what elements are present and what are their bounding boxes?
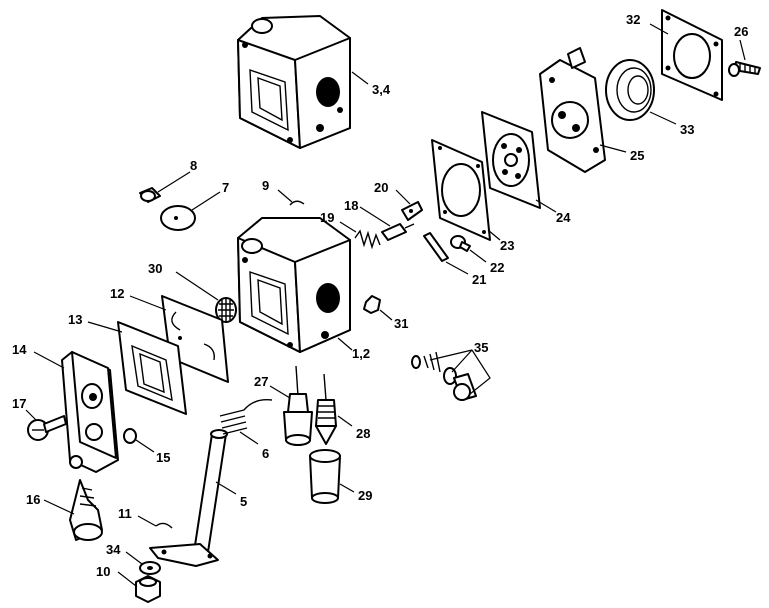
callout-12: 12 <box>110 286 124 301</box>
leader-8 <box>157 171 191 193</box>
leader-5 <box>215 481 237 495</box>
leader-31 <box>379 309 393 321</box>
part-34-washer <box>139 561 161 575</box>
callout-5: 5 <box>240 494 247 509</box>
part-22-screw <box>450 235 471 252</box>
leader-17 <box>25 409 37 421</box>
part-15-plug <box>123 428 137 444</box>
part-26-bolt <box>728 61 761 77</box>
part-7-disc <box>160 205 196 231</box>
callout-35: 35 <box>474 340 488 355</box>
part-18-needle <box>381 223 415 241</box>
callout-30: 30 <box>148 261 162 276</box>
part-27-adjusting-screw <box>283 365 313 446</box>
callout-33: 33 <box>680 122 694 137</box>
callout-34: 34 <box>106 542 121 557</box>
leader-30 <box>175 271 219 301</box>
part-17-screw <box>27 415 67 441</box>
leader-10 <box>117 571 137 587</box>
callout-1-2: 1,2 <box>352 346 370 361</box>
callout-9: 9 <box>262 178 269 193</box>
leader-3-4 <box>351 71 369 85</box>
part-28-jet <box>315 373 337 445</box>
leader-29 <box>339 483 355 493</box>
leader-32 <box>649 23 669 35</box>
callout-31: 31 <box>394 316 408 331</box>
part-29-sleeve <box>309 449 341 504</box>
callout-13: 13 <box>68 312 82 327</box>
leader-9 <box>277 189 293 203</box>
leader-23 <box>487 229 501 241</box>
leader-7 <box>191 191 221 211</box>
callout-17: 17 <box>12 396 26 411</box>
leader-34 <box>125 551 143 565</box>
callout-24: 24 <box>556 210 571 225</box>
part-1-2-carburetor-body-lower <box>237 217 351 353</box>
callout-7: 7 <box>222 180 229 195</box>
leader-25 <box>599 144 627 153</box>
part-32-cover-plate <box>661 9 723 101</box>
leader-20 <box>395 189 411 205</box>
leader-6 <box>239 431 259 445</box>
callout-6: 6 <box>262 446 269 461</box>
part-11-clip <box>155 522 173 529</box>
callout-27: 27 <box>254 374 268 389</box>
part-8-screw <box>139 187 161 203</box>
part-13-gasket <box>117 321 187 415</box>
callout-16: 16 <box>26 492 40 507</box>
callout-22: 22 <box>490 260 504 275</box>
callout-20: 20 <box>374 180 388 195</box>
leader-18 <box>359 206 391 227</box>
leader-16 <box>43 499 75 515</box>
part-24-diaphragm <box>481 111 541 209</box>
part-33-bellows <box>605 59 655 121</box>
callout-3-4: 3,4 <box>372 82 391 97</box>
part-21-pin <box>423 232 449 262</box>
leader-12 <box>129 295 167 311</box>
part-31-nut <box>363 295 381 314</box>
callout-18: 18 <box>344 198 358 213</box>
callout-29: 29 <box>358 488 372 503</box>
part-30-filter-screen <box>215 297 237 323</box>
leader-26 <box>739 39 746 61</box>
part-9-clip <box>289 200 305 206</box>
part-20-lever <box>401 201 423 221</box>
leader-27 <box>269 385 291 399</box>
part-19-spring <box>354 229 381 250</box>
callout-26: 26 <box>734 24 748 39</box>
callout-11: 11 <box>118 506 132 521</box>
part-3-4-carburetor-body-upper <box>237 15 351 149</box>
leader-28 <box>337 415 353 427</box>
callout-32: 32 <box>626 12 640 27</box>
callout-14: 14 <box>12 342 27 357</box>
part-6-spring <box>219 399 273 435</box>
leader-22 <box>469 249 487 263</box>
part-10-nut <box>135 575 161 603</box>
part-35-valve-kit <box>411 351 477 401</box>
leader-13 <box>87 321 123 333</box>
part-23-gasket <box>431 139 491 241</box>
callout-21: 21 <box>472 272 486 287</box>
leader-15 <box>135 439 155 453</box>
callout-10: 10 <box>96 564 110 579</box>
part-5-throttle-shaft <box>149 429 228 567</box>
leader-24 <box>535 199 557 213</box>
callout-15: 15 <box>156 450 170 465</box>
part-14-cover <box>61 351 119 473</box>
part-16-knob <box>69 479 103 541</box>
leader-33 <box>649 111 677 125</box>
callout-19: 19 <box>320 210 334 225</box>
leader-1-2 <box>337 337 353 351</box>
callout-25: 25 <box>630 148 644 163</box>
callout-23: 23 <box>500 238 514 253</box>
leader-35 <box>429 349 491 395</box>
part-25-pump-cover <box>539 47 606 173</box>
callout-28: 28 <box>356 426 370 441</box>
leader-19 <box>339 221 357 233</box>
callout-8: 8 <box>190 158 197 173</box>
leader-14 <box>33 351 65 369</box>
leader-11 <box>137 515 157 527</box>
leader-21 <box>445 261 469 275</box>
